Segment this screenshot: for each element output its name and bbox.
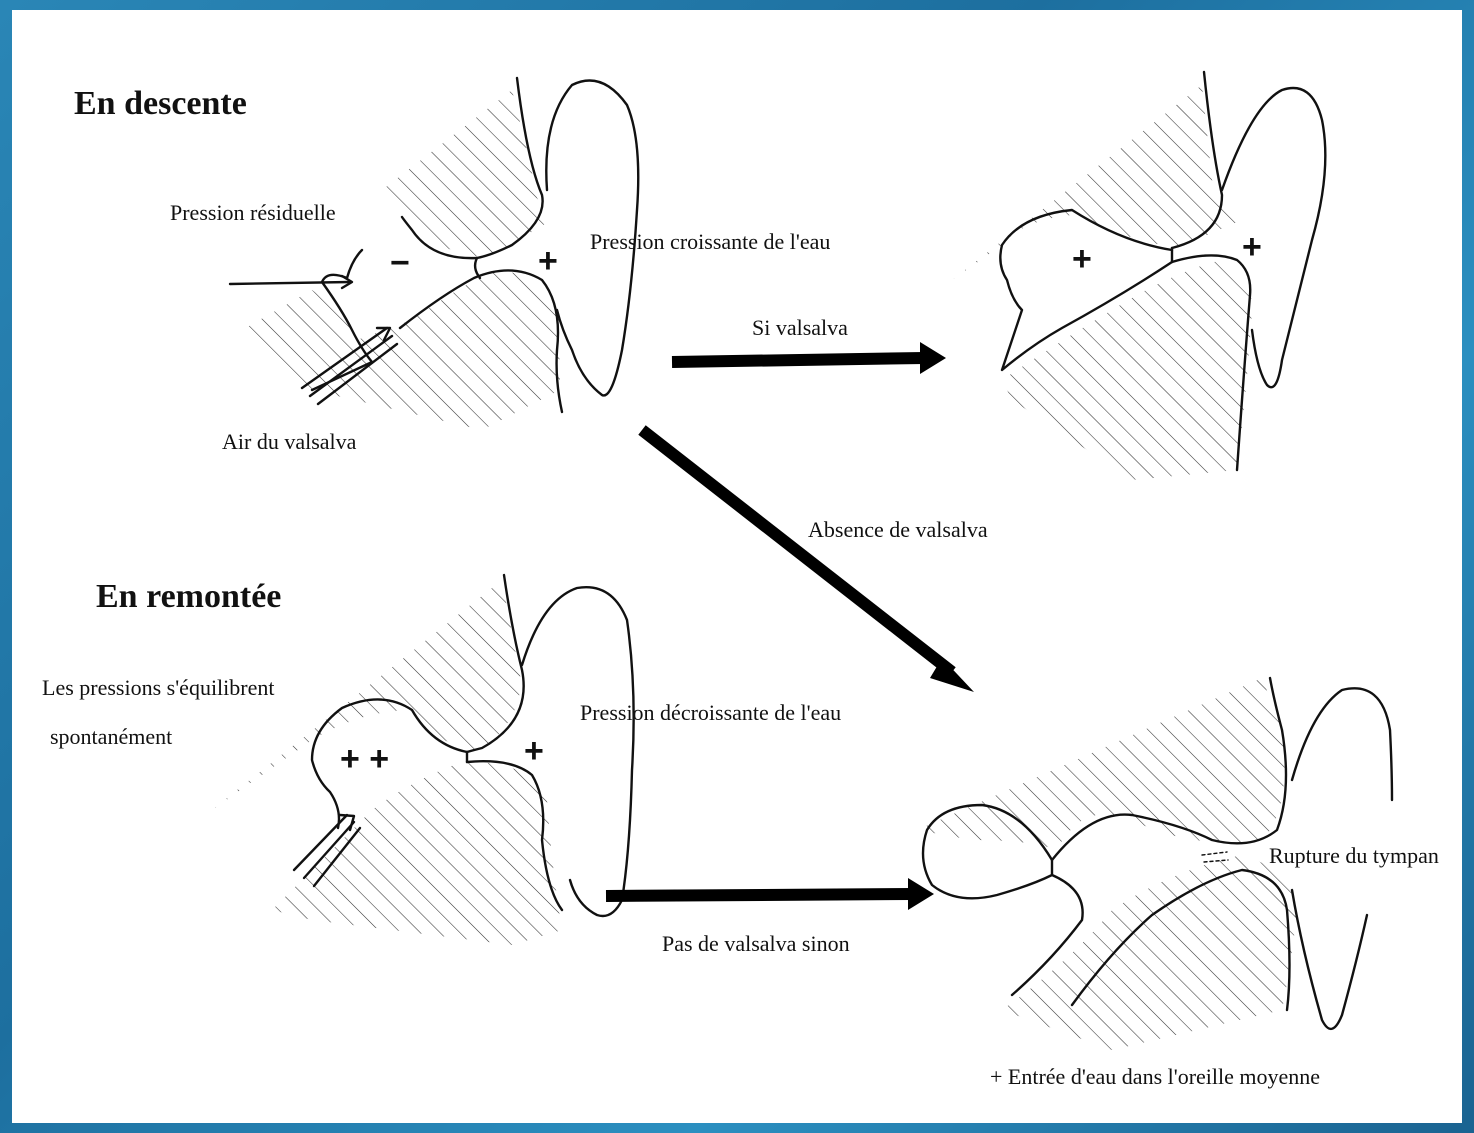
ear-pressure-diagram: − + + + + + + bbox=[12, 10, 1462, 1123]
arrow-no-valsalva bbox=[642, 430, 974, 692]
label-eardrum-rupture: Rupture du tympan bbox=[1269, 843, 1439, 868]
arrow-if-valsalva bbox=[672, 342, 946, 374]
label-no-valsalva: Absence de valsalva bbox=[808, 517, 988, 542]
plus-sign-middle-ear: + bbox=[1072, 240, 1092, 278]
auricle bbox=[1292, 688, 1392, 800]
plus-sign: + bbox=[538, 242, 558, 280]
diagram-panel: − + + + + + + bbox=[12, 10, 1462, 1123]
hatched-bone-lower bbox=[242, 272, 560, 430]
label-if-valsalva: Si valsalva bbox=[752, 315, 848, 340]
hatched-bone-lower bbox=[1002, 260, 1252, 480]
plus-sign-canal: + bbox=[524, 732, 544, 770]
auricle-lower bbox=[1292, 890, 1367, 1029]
hatched-bone-upper bbox=[917, 678, 1285, 850]
ear-descent-valsalva: + + bbox=[952, 72, 1325, 480]
label-valsalva-air: Air du valsalva bbox=[222, 429, 357, 454]
label-pressures-balance-1: Les pressions s'équilibrent bbox=[42, 675, 274, 700]
label-decreasing-water-pressure: Pression décroissante de l'eau bbox=[580, 700, 841, 725]
double-plus-sign: + + bbox=[340, 740, 389, 778]
label-pressures-balance-2: spontanément bbox=[50, 724, 172, 749]
plus-sign-canal: + bbox=[1242, 228, 1262, 266]
hatched-bone-lower bbox=[1002, 855, 1297, 1050]
equalizing-air-arrowhead bbox=[340, 815, 354, 830]
ear-ascent: + + + bbox=[212, 575, 634, 945]
label-water-entry: + Entrée d'eau dans l'oreille moyenne bbox=[990, 1064, 1320, 1089]
label-residual-pressure: Pression résiduelle bbox=[170, 200, 336, 225]
heading-ascent: En remontée bbox=[96, 578, 281, 615]
residual-pressure-pointer bbox=[230, 282, 350, 284]
hatched-bone-lower bbox=[272, 762, 562, 945]
hatched-bone-upper bbox=[952, 85, 1242, 280]
rupture-mark bbox=[1202, 852, 1228, 862]
heading-descent: En descente bbox=[74, 85, 247, 122]
minus-sign: − bbox=[390, 244, 410, 282]
label-no-valsalva-otherwise: Pas de valsalva sinon bbox=[662, 931, 850, 956]
eardrum bbox=[475, 258, 480, 278]
arrow-no-valsalva-otherwise bbox=[606, 878, 934, 910]
label-increasing-water-pressure: Pression croissante de l'eau bbox=[590, 229, 830, 254]
ear-descent-residual: − + bbox=[230, 78, 638, 430]
